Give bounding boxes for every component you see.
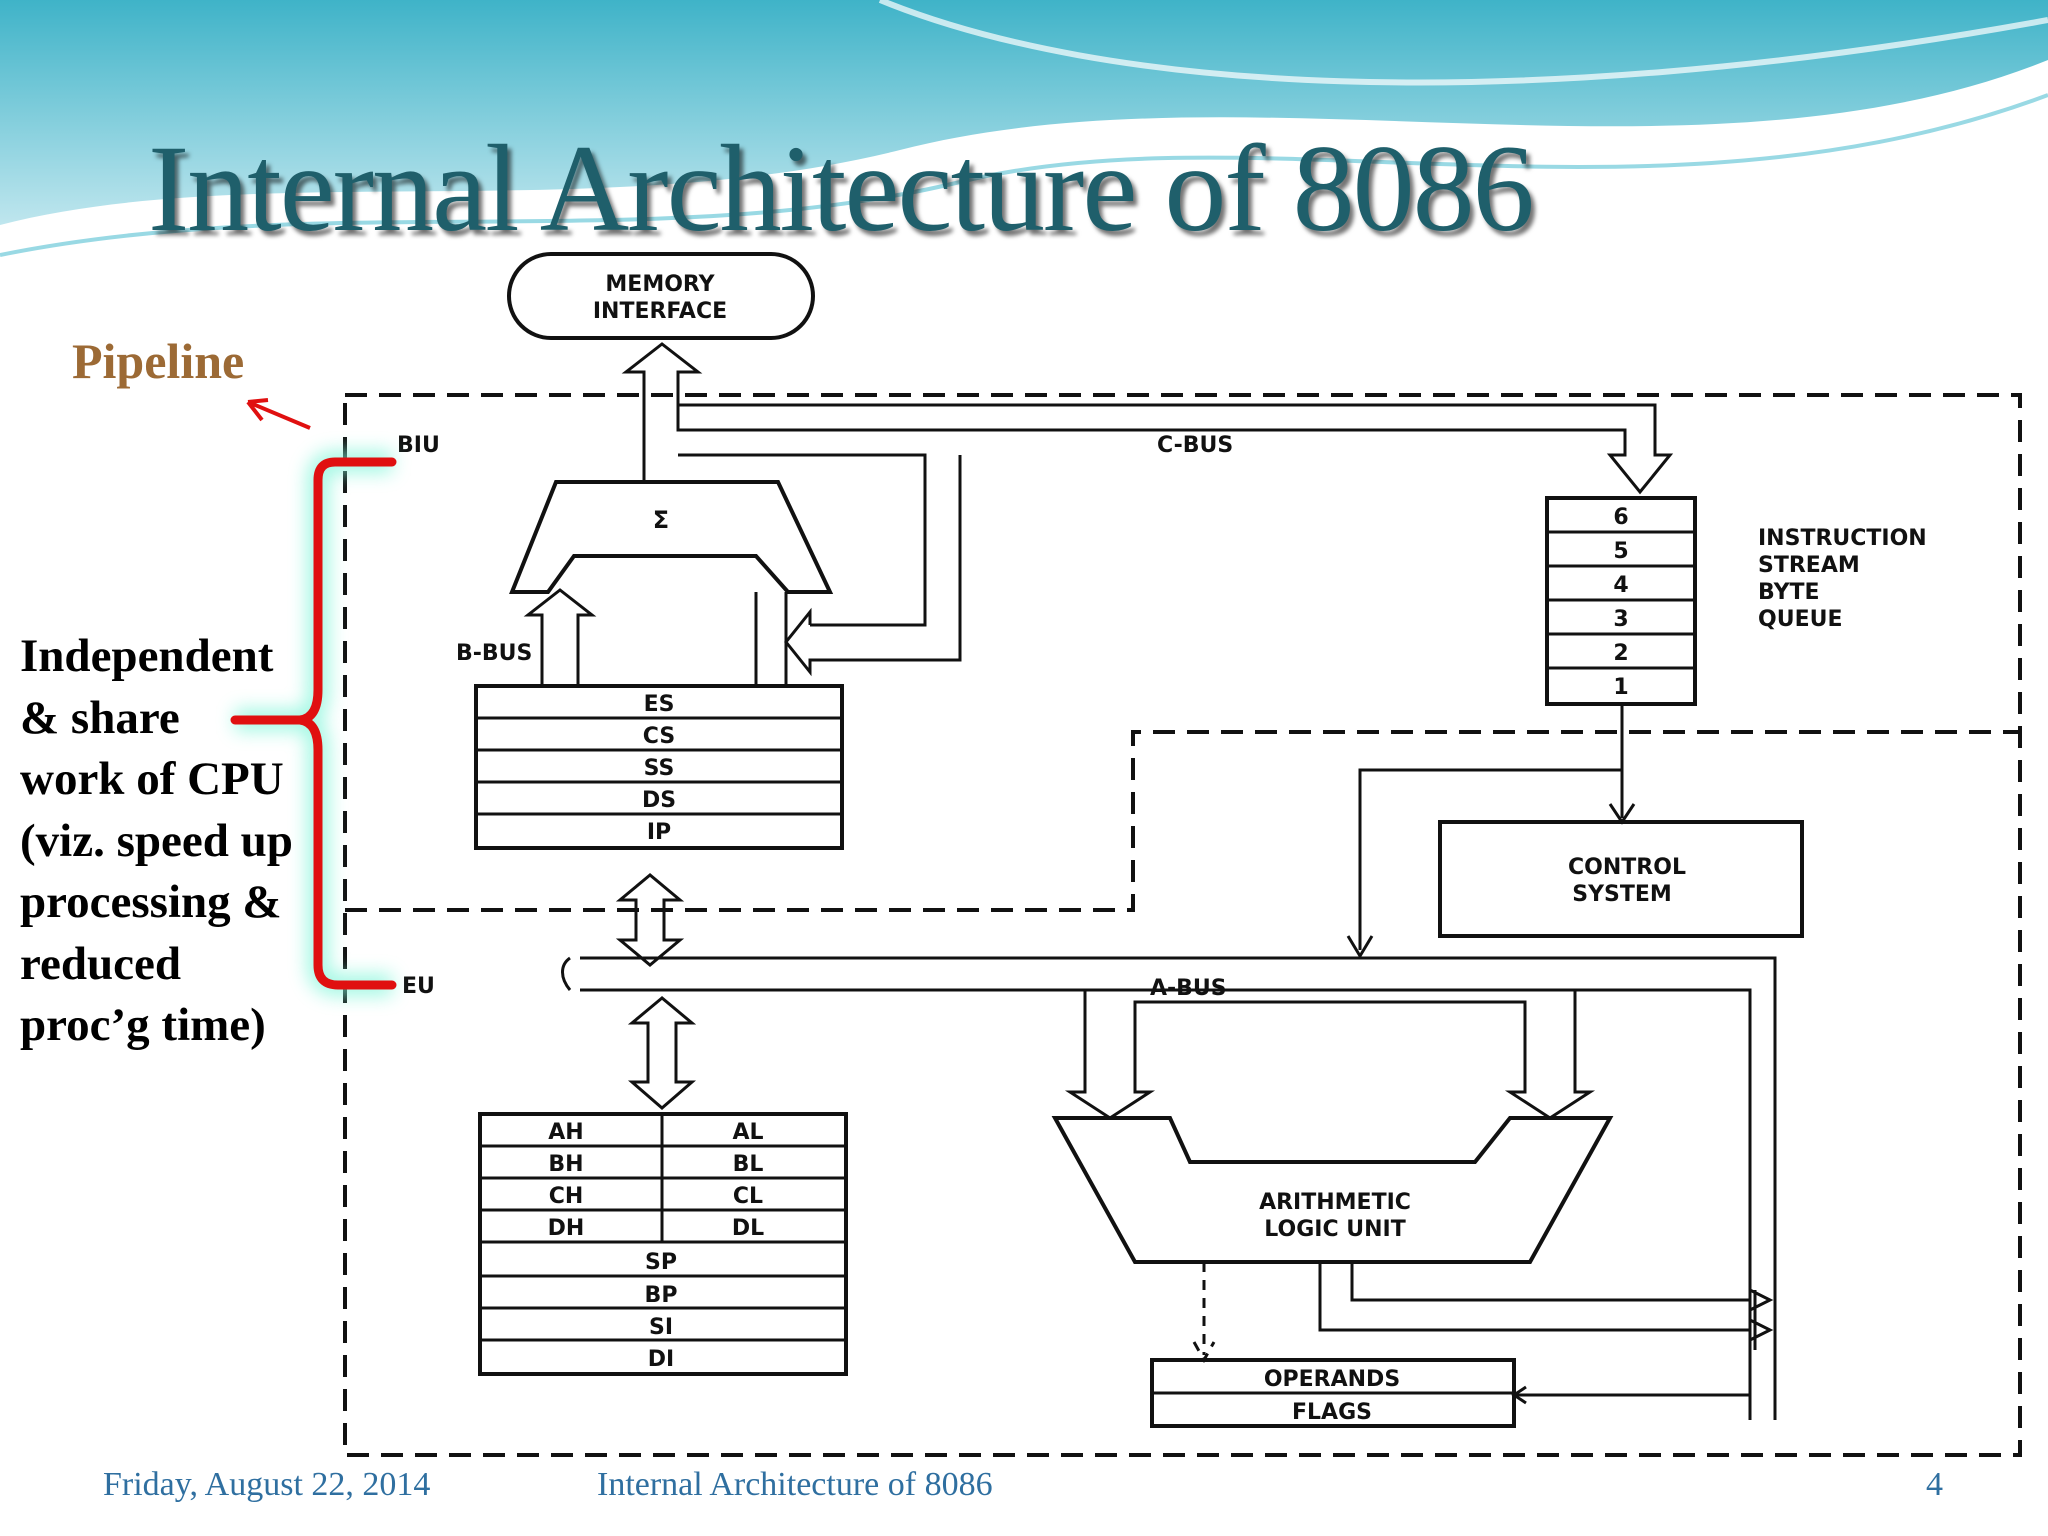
register-si: SI [649, 1315, 673, 1340]
c-bus-feedback-line [678, 453, 927, 627]
queue-byte-2: 2 [1613, 641, 1628, 666]
segment-register-cs: CS [643, 724, 675, 749]
queue-byte-1: 1 [1613, 675, 1628, 700]
architecture-diagram [343, 252, 2022, 1457]
memory-interface-label: MEMORY [605, 272, 715, 297]
segment-to-a-bus-arrow [615, 873, 685, 967]
side-note-line: (viz. speed up [20, 814, 293, 867]
segment-register-es: ES [644, 692, 675, 717]
biu-label: BIU [397, 433, 440, 458]
queue-to-control-arrow [1608, 704, 1636, 825]
a-bus-label: A-BUS [1150, 976, 1227, 1001]
control-to-a-bus-arrow [1346, 768, 1622, 959]
adder-input-arrow-left [523, 588, 597, 686]
register-sp: SP [645, 1250, 677, 1275]
register-bl: BL [733, 1152, 764, 1177]
segment-register-ip: IP [647, 820, 671, 845]
register-dh: DH [548, 1216, 585, 1241]
alu-output-arrows [1318, 1262, 1757, 1350]
adder-shape [509, 480, 834, 594]
queue-byte-6: 6 [1613, 505, 1628, 530]
segment-register-ds: DS [642, 788, 676, 813]
register-bp: BP [645, 1283, 678, 1308]
eu-label: EU [402, 974, 435, 999]
a-bus [561, 956, 1777, 1420]
side-note-line: Independent [20, 630, 274, 682]
flags-label: FLAGS [1292, 1400, 1372, 1425]
a-bus-to-registers-arrow [627, 996, 697, 1110]
diagram-labels: MEMORY INTERFACE BIU EU C-BUS B-BUS A-BU… [397, 272, 1927, 1425]
adder-input-right [754, 592, 788, 686]
alu-label: ARITHMETIC [1259, 1190, 1411, 1215]
side-note-line: processing & [20, 876, 282, 928]
c-bus-feedback-arrow [784, 455, 962, 677]
control-system-label: CONTROL [1568, 855, 1686, 880]
biu-eu-boundary [343, 393, 2022, 1457]
queue-byte-3: 3 [1613, 607, 1628, 632]
queue-byte-5: 5 [1613, 539, 1628, 564]
biu-eu-bracket [230, 451, 397, 996]
side-note-line: & share [20, 691, 180, 744]
queue-byte-4: 4 [1613, 573, 1628, 598]
footer-page-number: 4 [1926, 1466, 1943, 1503]
svg-text:STREAM: STREAM [1758, 553, 1860, 578]
memory-bus-arrow [621, 342, 1674, 495]
memory-interface-box [507, 252, 815, 340]
queue-label: INSTRUCTION [1758, 526, 1927, 551]
segment-register-ss: SS [644, 756, 675, 781]
register-cl: CL [733, 1184, 763, 1209]
biu-eu-divider [345, 730, 2020, 912]
alu-to-flags-dashed [1192, 1262, 1216, 1364]
sigma-label: Σ [653, 506, 669, 534]
register-dl: DL [732, 1216, 764, 1241]
pipeline-arrow [246, 398, 311, 430]
register-di: DI [648, 1347, 674, 1372]
side-note-line: work of CPU [20, 753, 284, 805]
svg-text:QUEUE: QUEUE [1758, 607, 1843, 632]
svg-text:SYSTEM: SYSTEM [1572, 882, 1672, 907]
c-bus-label: C-BUS [1157, 433, 1233, 458]
header-wave [0, 0, 2048, 257]
alu-shape [1051, 1116, 1614, 1264]
control-system-box [1438, 820, 1804, 938]
svg-text:BYTE: BYTE [1758, 580, 1820, 605]
slide-title: Internal Architecture of 8086 [148, 120, 1535, 257]
register-ch: CH [549, 1184, 584, 1209]
operands-label: OPERANDS [1264, 1367, 1400, 1392]
footer-title: Internal Architecture of 8086 [597, 1466, 993, 1503]
svg-text:LOGIC UNIT: LOGIC UNIT [1264, 1217, 1405, 1242]
side-note-line: reduced [20, 937, 182, 990]
footer-date: Friday, August 22, 2014 [103, 1466, 431, 1503]
segment-register-block [474, 684, 844, 850]
register-bh: BH [548, 1152, 583, 1177]
svg-text:INTERFACE: INTERFACE [593, 299, 727, 324]
b-bus-label: B-BUS [456, 641, 532, 666]
pipeline-annotation: Pipeline [72, 333, 245, 389]
a-bus-to-alu-left [1064, 990, 1596, 1120]
side-note-line: proc’g time) [20, 999, 266, 1051]
register-ah: AH [548, 1120, 583, 1145]
side-note: Independent & share work of CPU (viz. sp… [20, 626, 320, 1057]
register-al: AL [732, 1120, 763, 1145]
